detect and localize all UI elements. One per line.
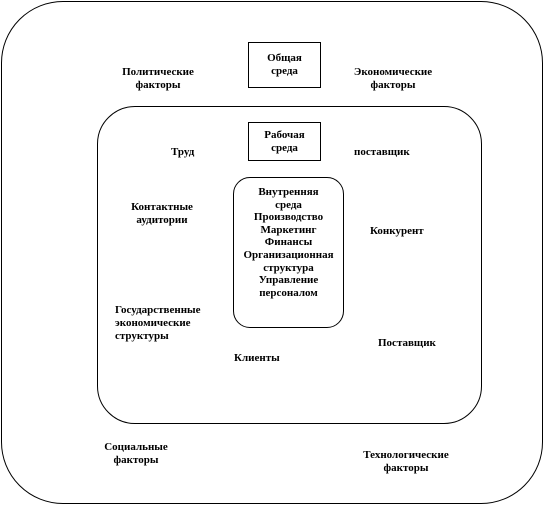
work-environment-box: Рабочая среда	[248, 122, 321, 161]
competitor-label: Конкурент	[370, 225, 424, 237]
economic-factors-label: Экономические факторы	[353, 66, 433, 91]
general-environment-box: Общая среда	[248, 42, 321, 88]
internal-item-org-structure: Организационная структура	[243, 248, 334, 274]
internal-environment-frame	[233, 177, 344, 328]
internal-item-production: Производство	[253, 211, 324, 224]
supplier-bottom-label: Поставщик	[378, 337, 436, 349]
social-factors-label: Социальные факторы	[104, 441, 168, 466]
internal-item-marketing: Маркетинг	[260, 223, 317, 236]
supplier-top-label: поставщик	[354, 146, 410, 158]
work-environment-frame	[97, 106, 482, 424]
political-factors-label: Политические факторы	[122, 66, 194, 91]
internal-item-hr-management: Управление персоналом	[258, 274, 319, 299]
state-structures-label: Государственные экономические структуры	[115, 304, 201, 342]
labor-label: Труд	[171, 146, 195, 158]
contact-audiences-label: Контактные аудитории	[131, 201, 193, 226]
technological-factors-label: Технологические факторы	[363, 449, 449, 474]
internal-item-finance: Финансы	[264, 236, 313, 249]
internal-environment-title: Внутренняя среда	[258, 186, 319, 211]
clients-label: Клиенты	[234, 352, 280, 364]
internal-environment-list: Внутренняя среда Производство Маркетинг …	[238, 186, 339, 299]
